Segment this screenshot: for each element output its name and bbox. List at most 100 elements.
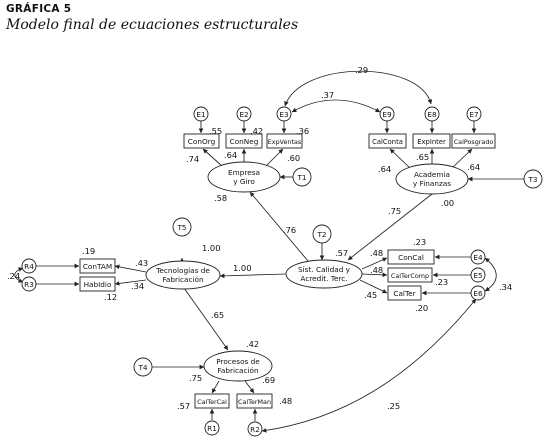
coef-cov-e6-r2: .25 bbox=[387, 401, 400, 411]
coef-r2-sist: .57 bbox=[335, 248, 348, 258]
latent-academia-line1: Academia bbox=[414, 170, 450, 179]
error-e5-label: E5 bbox=[473, 271, 482, 280]
error-e9: E9 bbox=[379, 106, 395, 122]
path-arrows bbox=[14, 70, 524, 433]
coef-cov-e4-e6: .34 bbox=[499, 282, 512, 292]
latent-sist-line2: Acredit. Terc. bbox=[300, 274, 347, 283]
coef-cov-e3-e8: .29 bbox=[355, 65, 368, 75]
arrow-empresa-conorg bbox=[202, 148, 223, 167]
coef-load-conneg: .64 bbox=[224, 150, 237, 160]
coef-load-caltercal: .75 bbox=[189, 373, 202, 383]
cov-arrow-e3-e8 bbox=[284, 70, 433, 107]
coef-path-sist-tec: 1.00 bbox=[233, 263, 251, 273]
arrow-academia-sist bbox=[347, 193, 433, 261]
var-label-concal: ConCal bbox=[398, 253, 424, 262]
coef-load-calconta: .64 bbox=[378, 164, 391, 174]
coef-r2-concal: .23 bbox=[413, 237, 426, 247]
arrow-procesos-caltercal bbox=[211, 380, 220, 394]
error-e1: E1 bbox=[193, 106, 209, 122]
error-t4: T4 bbox=[133, 357, 153, 377]
coef-cov-e3-e9: .37 bbox=[321, 90, 334, 100]
coef-r2-calter: .20 bbox=[415, 303, 428, 313]
error-r1: R1 bbox=[204, 420, 220, 436]
coef-r2-procesos: .42 bbox=[246, 339, 259, 349]
var-label-calposgrado: CalPosgrado bbox=[454, 138, 494, 146]
error-t5: T5 bbox=[172, 217, 192, 237]
error-t3: T3 bbox=[523, 169, 543, 189]
coef-r2-conneg: .42 bbox=[250, 126, 263, 136]
error-e6-label: E6 bbox=[473, 289, 483, 298]
figure-title: Modelo final de ecuaciones estructurales bbox=[6, 17, 299, 33]
var-label-expinter: ExpInter bbox=[417, 138, 446, 146]
var-label-expventas: ExpVentas bbox=[268, 138, 302, 146]
var-label-calterman: CalTerMan bbox=[238, 398, 271, 406]
latent-sist: Sist. Calidad y Acredit. Terc. bbox=[285, 259, 363, 289]
error-e2-label: E2 bbox=[239, 110, 248, 119]
var-box-contam: ConTAM bbox=[79, 258, 116, 274]
error-e3-label: E3 bbox=[279, 110, 289, 119]
var-label-caltercomp: CalTerComp bbox=[391, 272, 429, 280]
arrow-academia-calconta bbox=[389, 148, 411, 169]
error-terms: E1 E2 E3 E9 E8 E7 T1 T3 T2 T5 T4 R4 R3 E… bbox=[21, 106, 543, 437]
coefficient-labels: .29 .37 .24 .34 .25 .55 .42 .36 .74 .64 … bbox=[7, 65, 512, 411]
latent-academia-line2: y Finanzas bbox=[413, 179, 451, 188]
var-box-caltercomp: CalTerComp bbox=[387, 267, 433, 283]
arrow-tec-habiidio bbox=[114, 279, 147, 286]
coef-r2-empresa: .58 bbox=[214, 193, 227, 203]
figure-label: GRÁFICA 5 bbox=[6, 3, 72, 15]
coef-load-contam: .43 bbox=[135, 258, 148, 268]
coef-r2-caltercal: .57 bbox=[177, 401, 190, 411]
var-label-caltercal: CalTerCal bbox=[197, 398, 227, 406]
coef-load-concal: .48 bbox=[370, 248, 383, 258]
error-t1: T1 bbox=[292, 167, 312, 187]
var-label-calconta: CalConta bbox=[372, 138, 403, 146]
arrow-procesos-calterman bbox=[244, 380, 255, 394]
coef-load-calter: .45 bbox=[364, 290, 377, 300]
arrow-sist-concal bbox=[361, 257, 388, 270]
var-box-caltercal: CalTerCal bbox=[194, 393, 230, 409]
var-box-calposgrado: CalPosgrado bbox=[451, 133, 496, 149]
coef-load-conorg: .74 bbox=[186, 154, 199, 164]
error-e4: E4 bbox=[470, 249, 486, 265]
arrow-tec-contam bbox=[114, 264, 147, 273]
error-e4-label: E4 bbox=[473, 253, 483, 262]
error-r3-label: R3 bbox=[24, 280, 34, 289]
error-r3: R3 bbox=[21, 276, 37, 292]
var-label-contam: ConTAM bbox=[83, 262, 112, 271]
cov-arrow-e4-e6 bbox=[484, 257, 497, 292]
latent-academia: Academia y Finanzas bbox=[395, 163, 469, 195]
cov-arrow-r3-r4 bbox=[14, 267, 24, 283]
error-r2-label: R2 bbox=[250, 425, 260, 434]
latent-procesos: Procesos de Fabricación bbox=[203, 350, 273, 382]
latent-empresa: Empresa y Giro bbox=[207, 161, 281, 193]
coef-path-academia-sist: .75 bbox=[388, 206, 401, 216]
coef-load-calterman: .69 bbox=[262, 375, 275, 385]
coef-load-expinter: .65 bbox=[416, 152, 429, 162]
coef-r2-expventas: .36 bbox=[296, 126, 309, 136]
error-e1-label: E1 bbox=[196, 110, 205, 119]
error-e7: E7 bbox=[466, 106, 482, 122]
error-r1-label: R1 bbox=[207, 424, 217, 433]
var-box-concal: ConCal bbox=[387, 249, 435, 265]
arrow-empresa-expventas bbox=[265, 148, 284, 167]
error-t4-label: T4 bbox=[137, 363, 147, 372]
coef-r2-conorg: .55 bbox=[209, 126, 222, 136]
var-box-expinter: ExpInter bbox=[412, 133, 451, 149]
latent-procesos-line1: Procesos de bbox=[216, 357, 260, 366]
observed-variables: ConOrg ConNeg ExpVentas CalConta ExpInte… bbox=[79, 133, 496, 409]
error-r4: R4 bbox=[21, 258, 37, 274]
latent-tecnologias-line1: Tecnologías de bbox=[155, 266, 210, 275]
coef-path-sist-empresa: .76 bbox=[283, 225, 296, 235]
error-t2-label: T2 bbox=[316, 230, 326, 239]
var-label-conorg: ConOrg bbox=[188, 137, 215, 146]
arrow-sist-tec bbox=[219, 273, 287, 279]
var-box-conorg: ConOrg bbox=[183, 133, 220, 149]
coef-r2-tecnologias: 1.00 bbox=[202, 243, 220, 253]
arrow-sist-empresa bbox=[249, 191, 309, 262]
var-box-calter: CalTer bbox=[387, 285, 422, 301]
coef-path-tec-procesos: .65 bbox=[211, 310, 224, 320]
var-box-expventas: ExpVentas bbox=[266, 133, 303, 149]
var-box-habiidio: HabIdio bbox=[79, 276, 116, 292]
error-e5: E5 bbox=[470, 267, 486, 283]
